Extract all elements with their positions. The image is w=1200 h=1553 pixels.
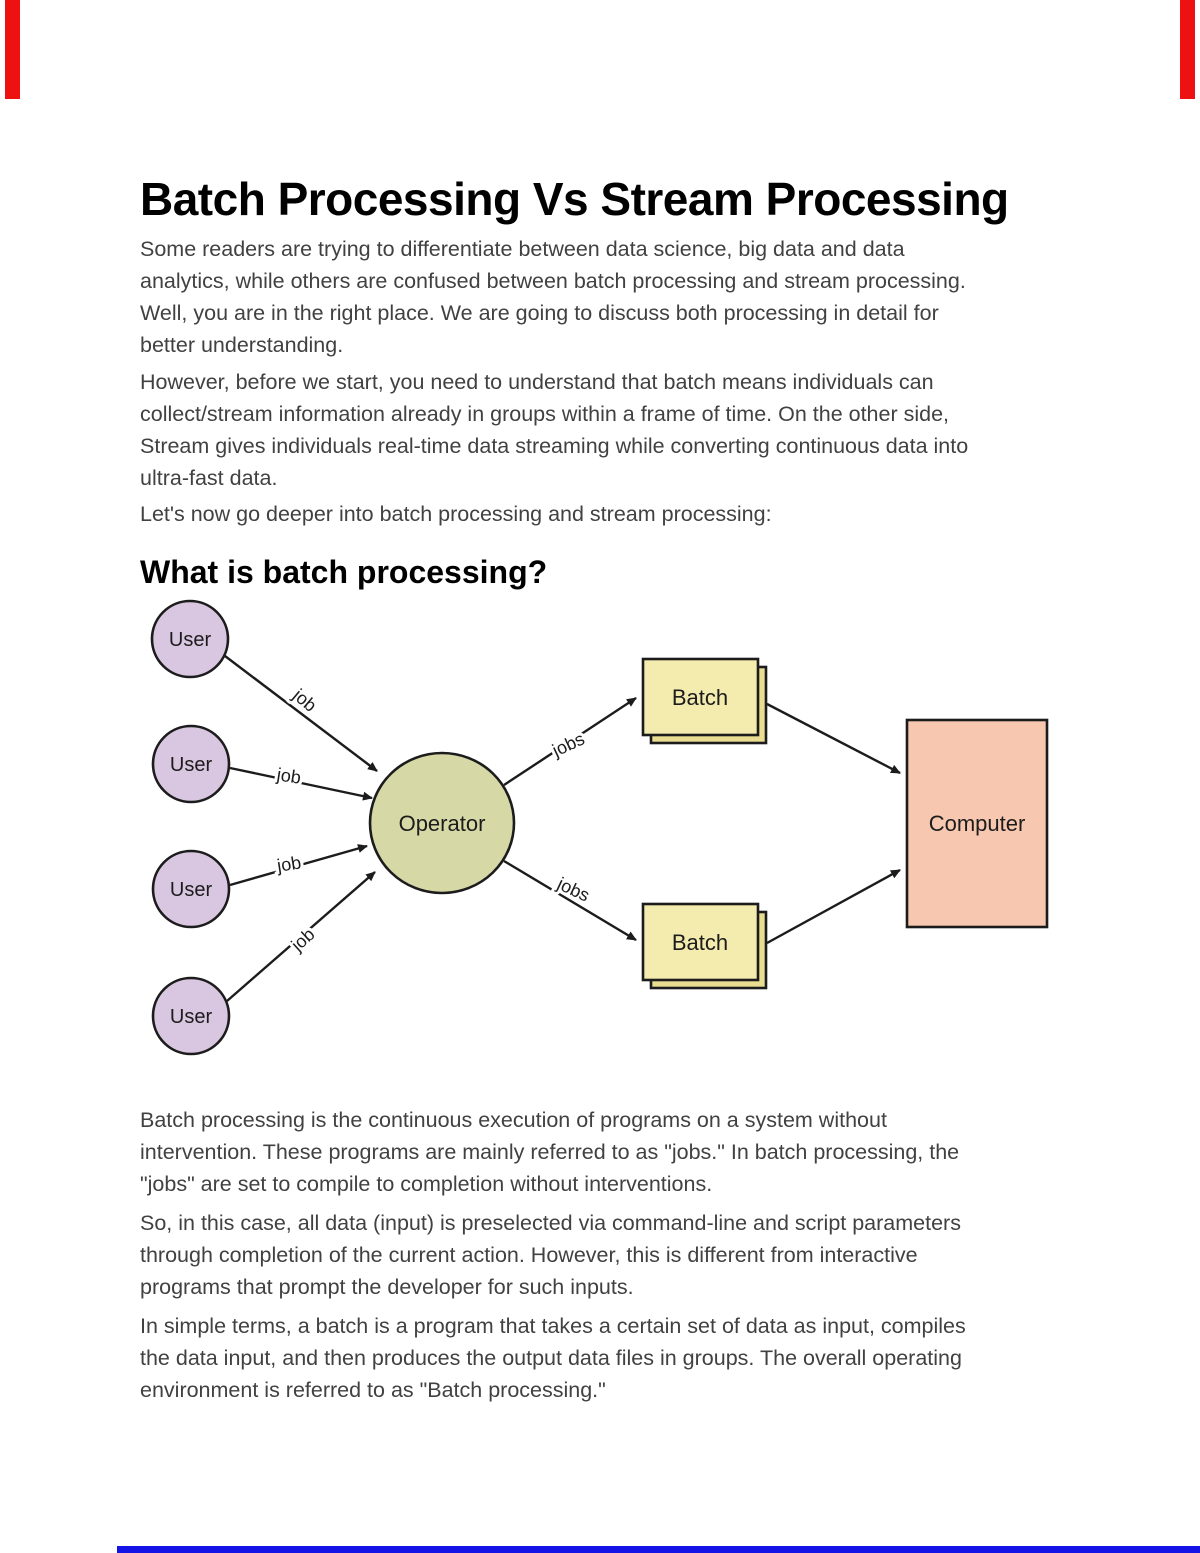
arrow-user1-to-operator	[224, 655, 378, 772]
arrow-user3-to-operator	[229, 844, 368, 887]
batch-node-bottom: Batch	[641, 902, 768, 990]
batch-box	[641, 902, 760, 982]
user-circle	[151, 724, 231, 804]
user-node-3: User	[151, 849, 231, 929]
body-paragraph-3: In simple terms, a batch is a program th…	[140, 1313, 966, 1402]
operator-label: Operator	[399, 811, 486, 836]
intro-paragraph-1: Some readers are trying to differentiate…	[140, 236, 966, 357]
user-circle	[151, 976, 231, 1056]
batch-processing-diagram: User User User User Operator Batch	[150, 599, 1049, 1056]
job-edge-label-2: job	[275, 764, 303, 788]
user-label: User	[170, 879, 213, 901]
cropped-red-mark-top-right	[1180, 0, 1195, 99]
body-paragraph-2: So, in this case, all data (input) is pr…	[140, 1210, 961, 1299]
user-node-1: User	[150, 599, 230, 679]
body-paragraph-1: Batch processing is the continuous execu…	[140, 1107, 960, 1196]
intro-paragraph-2: However, before we start, you need to un…	[140, 369, 969, 490]
batch-box	[641, 657, 760, 737]
intro-paragraph-3: Let's now go deeper into batch processin…	[140, 501, 772, 526]
user-circle	[150, 599, 230, 679]
cropped-red-mark-top-left	[5, 0, 20, 99]
job-edge-label-4: job	[287, 924, 319, 956]
arrow-user2-to-operator	[229, 766, 373, 801]
computer-label: Computer	[929, 811, 1026, 836]
user-label: User	[170, 754, 213, 776]
section-heading-what-is-batch-processing: What is batch processing?	[140, 553, 548, 590]
jobs-edge-label-bottom: jobs	[553, 873, 592, 906]
user-circle	[151, 849, 231, 929]
arrow-operator-to-batch-bottom	[503, 859, 637, 942]
user-label: User	[169, 629, 212, 651]
computer-node: Computer	[905, 718, 1049, 929]
batch-label: Batch	[672, 930, 728, 955]
job-edge-label-3: job	[275, 852, 303, 876]
operator-node: Operator	[368, 751, 516, 895]
operator-circle	[368, 751, 516, 895]
job-edge-label-1: job	[288, 684, 320, 715]
cropped-blue-rule-bottom	[117, 1546, 1200, 1553]
arrow-batch-bottom-to-computer	[766, 868, 901, 945]
computer-box	[905, 718, 1049, 929]
page-title: Batch Processing Vs Stream Processing	[140, 172, 1009, 225]
user-node-2: User	[151, 724, 231, 804]
arrow-batch-top-to-computer	[766, 702, 901, 775]
batch-label: Batch	[672, 685, 728, 710]
arrow-user4-to-operator	[226, 871, 376, 1002]
user-label: User	[170, 1006, 213, 1028]
user-node-4: User	[151, 976, 231, 1056]
arrow-operator-to-batch-top	[503, 696, 637, 787]
batch-node-top: Batch	[641, 657, 768, 745]
